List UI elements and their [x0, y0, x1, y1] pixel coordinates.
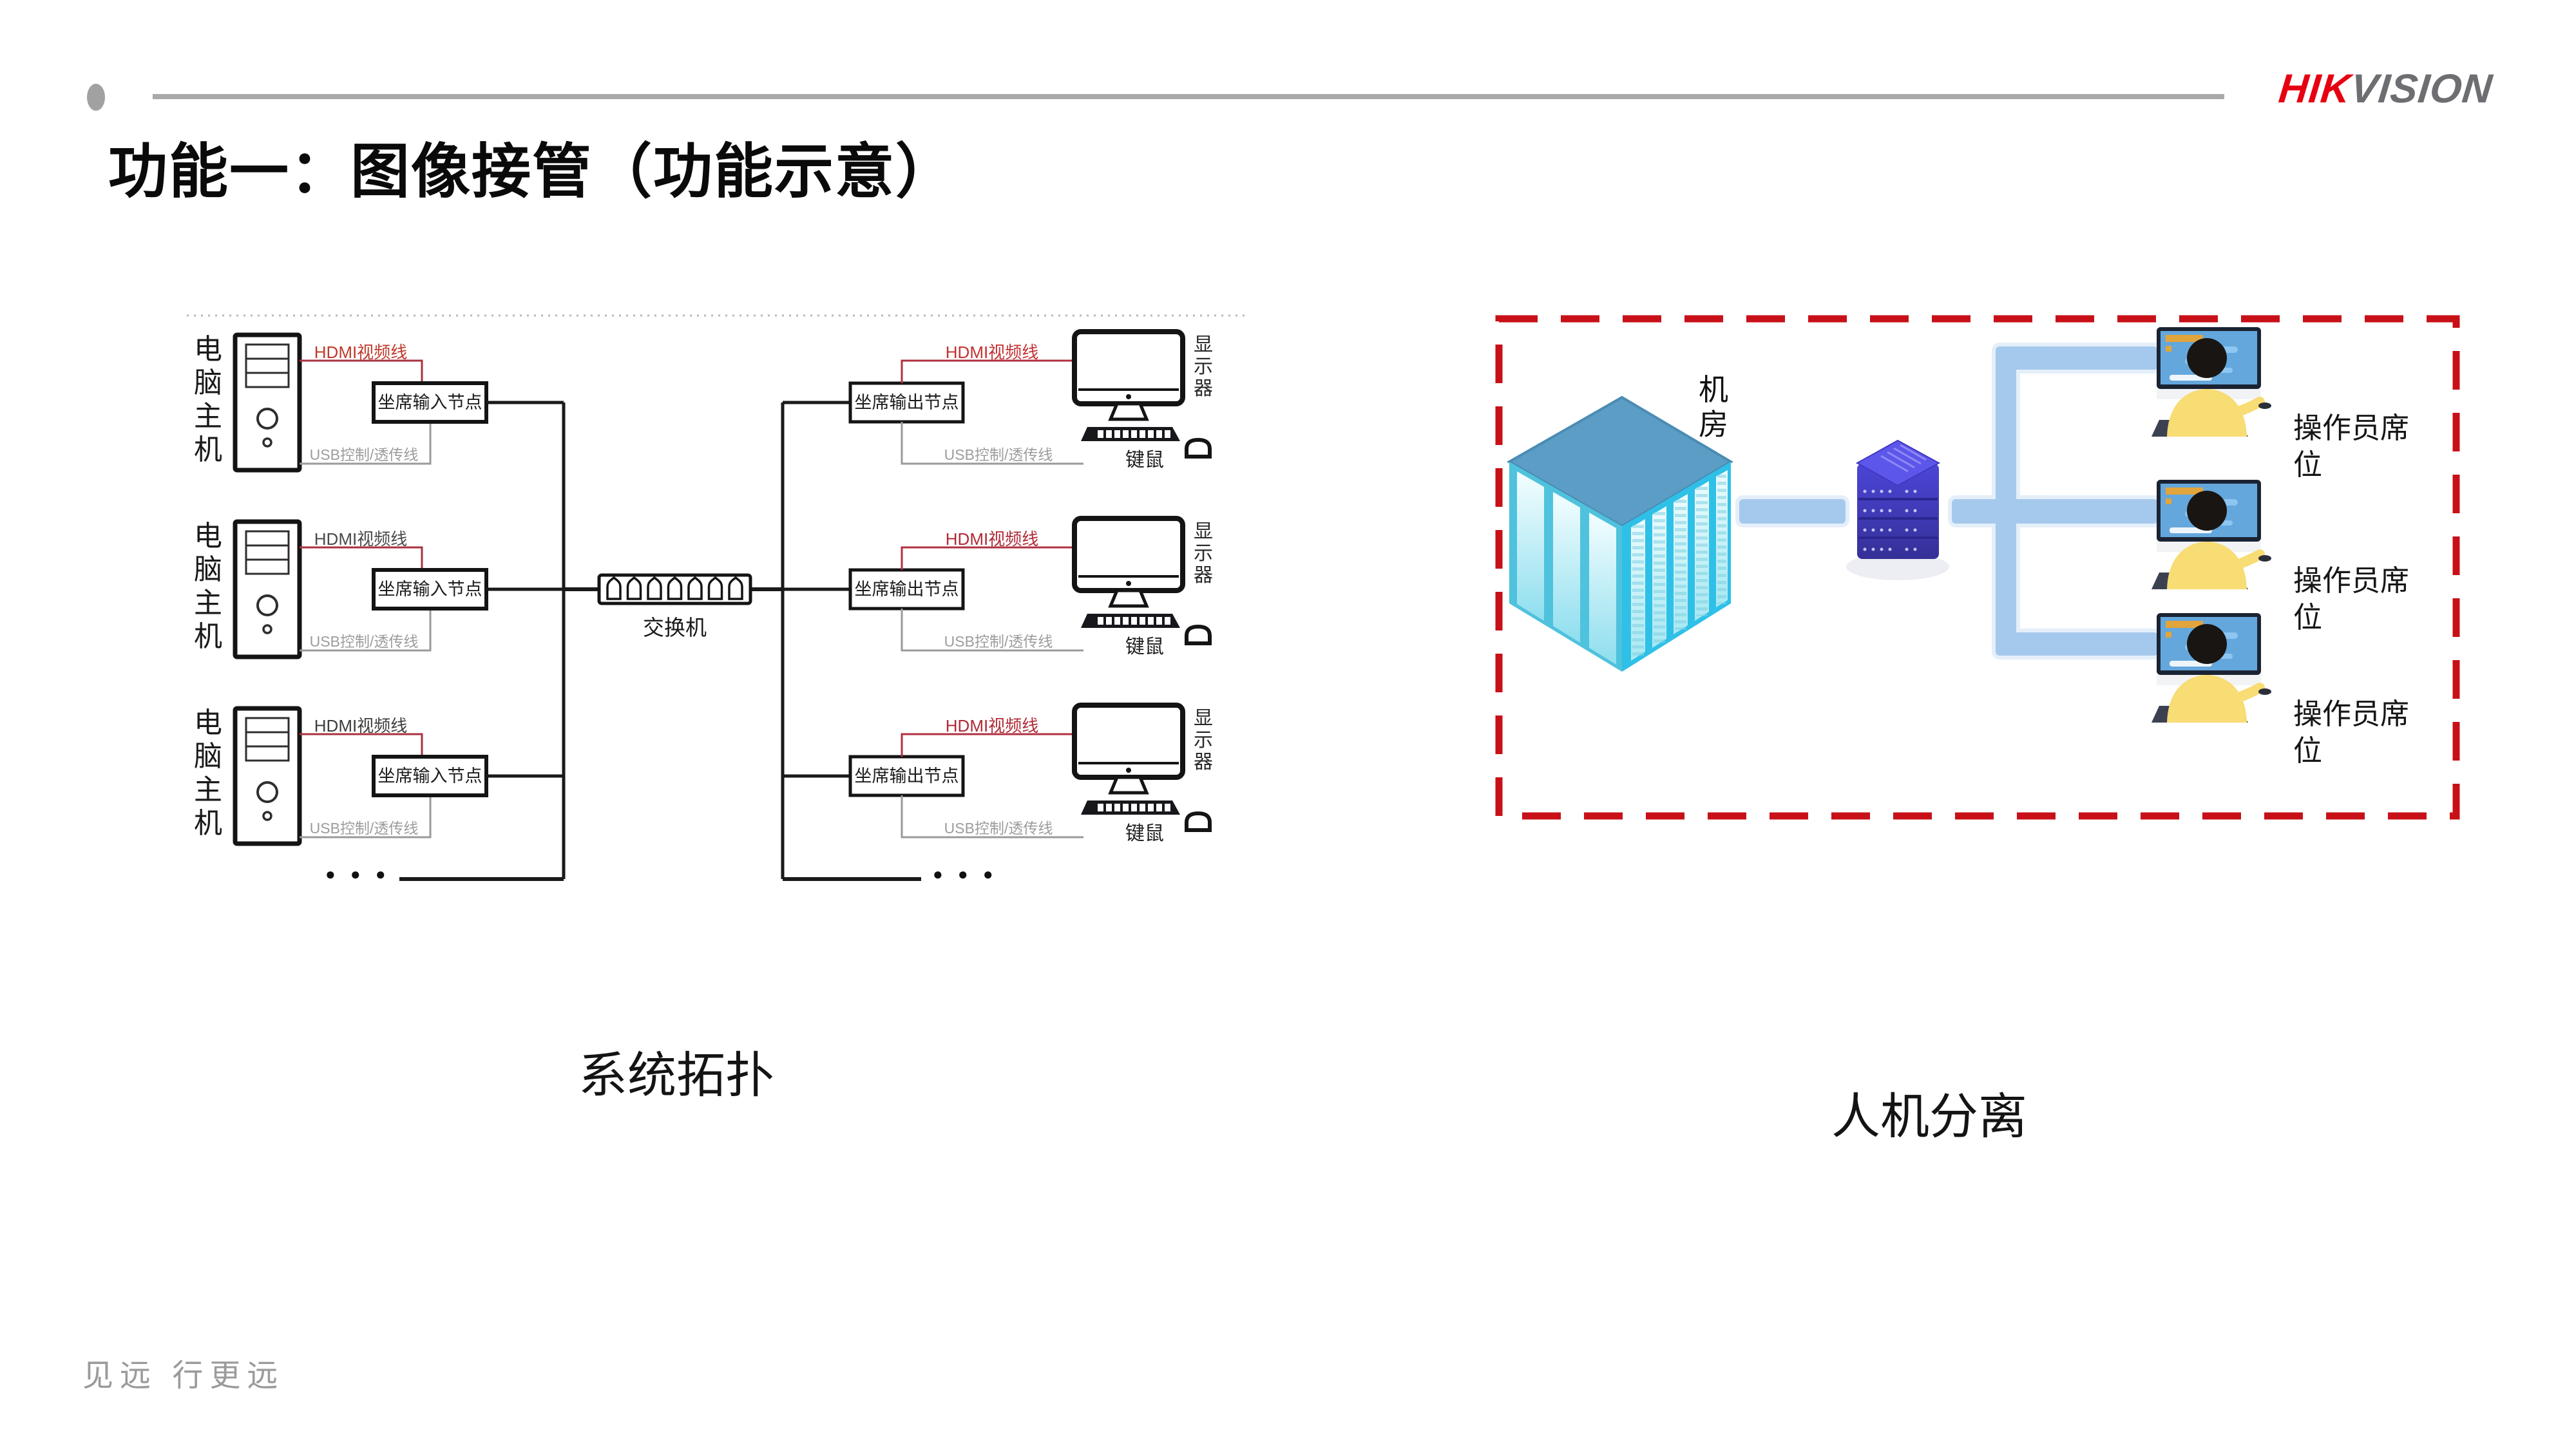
page-title: 功能一：图像接管（功能示意）: [108, 139, 957, 205]
usb-label: USB控制/透传线: [944, 633, 1053, 650]
machine-room-label: 机房: [1699, 373, 1728, 441]
operator-seat-label: 操作员席位: [2293, 697, 2410, 767]
seat-output-node-label: 坐席输出节点: [854, 580, 959, 599]
operator-station-2: [2151, 480, 2271, 589]
topology-diagram: [187, 314, 1246, 881]
link-bars: [1735, 343, 2162, 659]
operator-station-3: [2151, 613, 2271, 723]
hdmi-label: HDMI视频线: [314, 343, 408, 362]
switch-label: 交换机: [643, 616, 707, 639]
header-bullet-icon: [87, 84, 105, 111]
usb-label: USB控制/透传线: [309, 633, 419, 650]
link-cabinet-server: [1739, 499, 1846, 524]
monitor-label: 显示器: [1194, 708, 1213, 773]
seat-input-node-label: 坐席输入节点: [377, 580, 482, 599]
hdmi-label: HDMI视频线: [945, 716, 1039, 735]
server-cabinet-icon: [1506, 395, 1733, 672]
seat-input-node-label: 坐席输入节点: [377, 393, 482, 412]
usb-label: USB控制/透传线: [309, 446, 419, 463]
keyboard-mouse-label: 键鼠: [1125, 823, 1164, 844]
red-dashed-border: [1495, 315, 2460, 820]
topology-caption: 系统拓扑: [578, 1048, 774, 1103]
usb-label: USB控制/透传线: [309, 820, 419, 837]
separation-diagram: [1495, 315, 2460, 820]
hikvision-logo: HIKVISION: [2276, 66, 2495, 112]
host-label: 电脑主机: [194, 334, 222, 466]
link-branch-top: [1997, 346, 2158, 370]
link-branch-bottom: [1997, 632, 2158, 656]
keyboard-mouse-label: 键鼠: [1125, 636, 1164, 658]
link-trunk: [1996, 346, 2016, 656]
hdmi-label: HDMI视频线: [314, 529, 408, 549]
server-stack-icon: [1846, 439, 1949, 580]
seat-input-node-label: 坐席输入节点: [377, 766, 482, 786]
seat-output-node-label: 坐席输出节点: [854, 393, 959, 412]
ellipsis-right: ● ● ●: [933, 864, 998, 884]
hdmi-label: HDMI视频线: [314, 716, 408, 735]
usb-label: USB控制/透传线: [944, 820, 1053, 837]
host-label: 电脑主机: [194, 520, 222, 652]
header-divider: [153, 94, 2224, 99]
separation-caption: 人机分离: [1831, 1090, 2027, 1144]
monitor-label: 显示器: [1194, 334, 1213, 399]
logo-hik: HIK: [2276, 66, 2354, 111]
keyboard-mouse-label: 键鼠: [1125, 450, 1164, 471]
footer-slogan: 见远 行更远: [82, 1359, 285, 1393]
host-label: 电脑主机: [194, 707, 222, 839]
seat-output-node-label: 坐席输出节点: [854, 766, 959, 786]
operator-seat-label: 操作员席位: [2293, 412, 2410, 481]
usb-label: USB控制/透传线: [944, 446, 1053, 463]
operator-seat-label: 操作员席位: [2293, 564, 2410, 634]
operator-station-1: [2151, 327, 2271, 437]
switch-icon: [597, 573, 752, 605]
hdmi-label: HDMI视频线: [945, 529, 1039, 549]
link-branch-middle: [1952, 499, 2158, 524]
logo-vision: VISION: [2348, 66, 2495, 111]
hdmi-label: HDMI视频线: [945, 343, 1039, 362]
monitor-label: 显示器: [1194, 521, 1213, 586]
ellipsis-left: ● ● ●: [325, 864, 391, 884]
